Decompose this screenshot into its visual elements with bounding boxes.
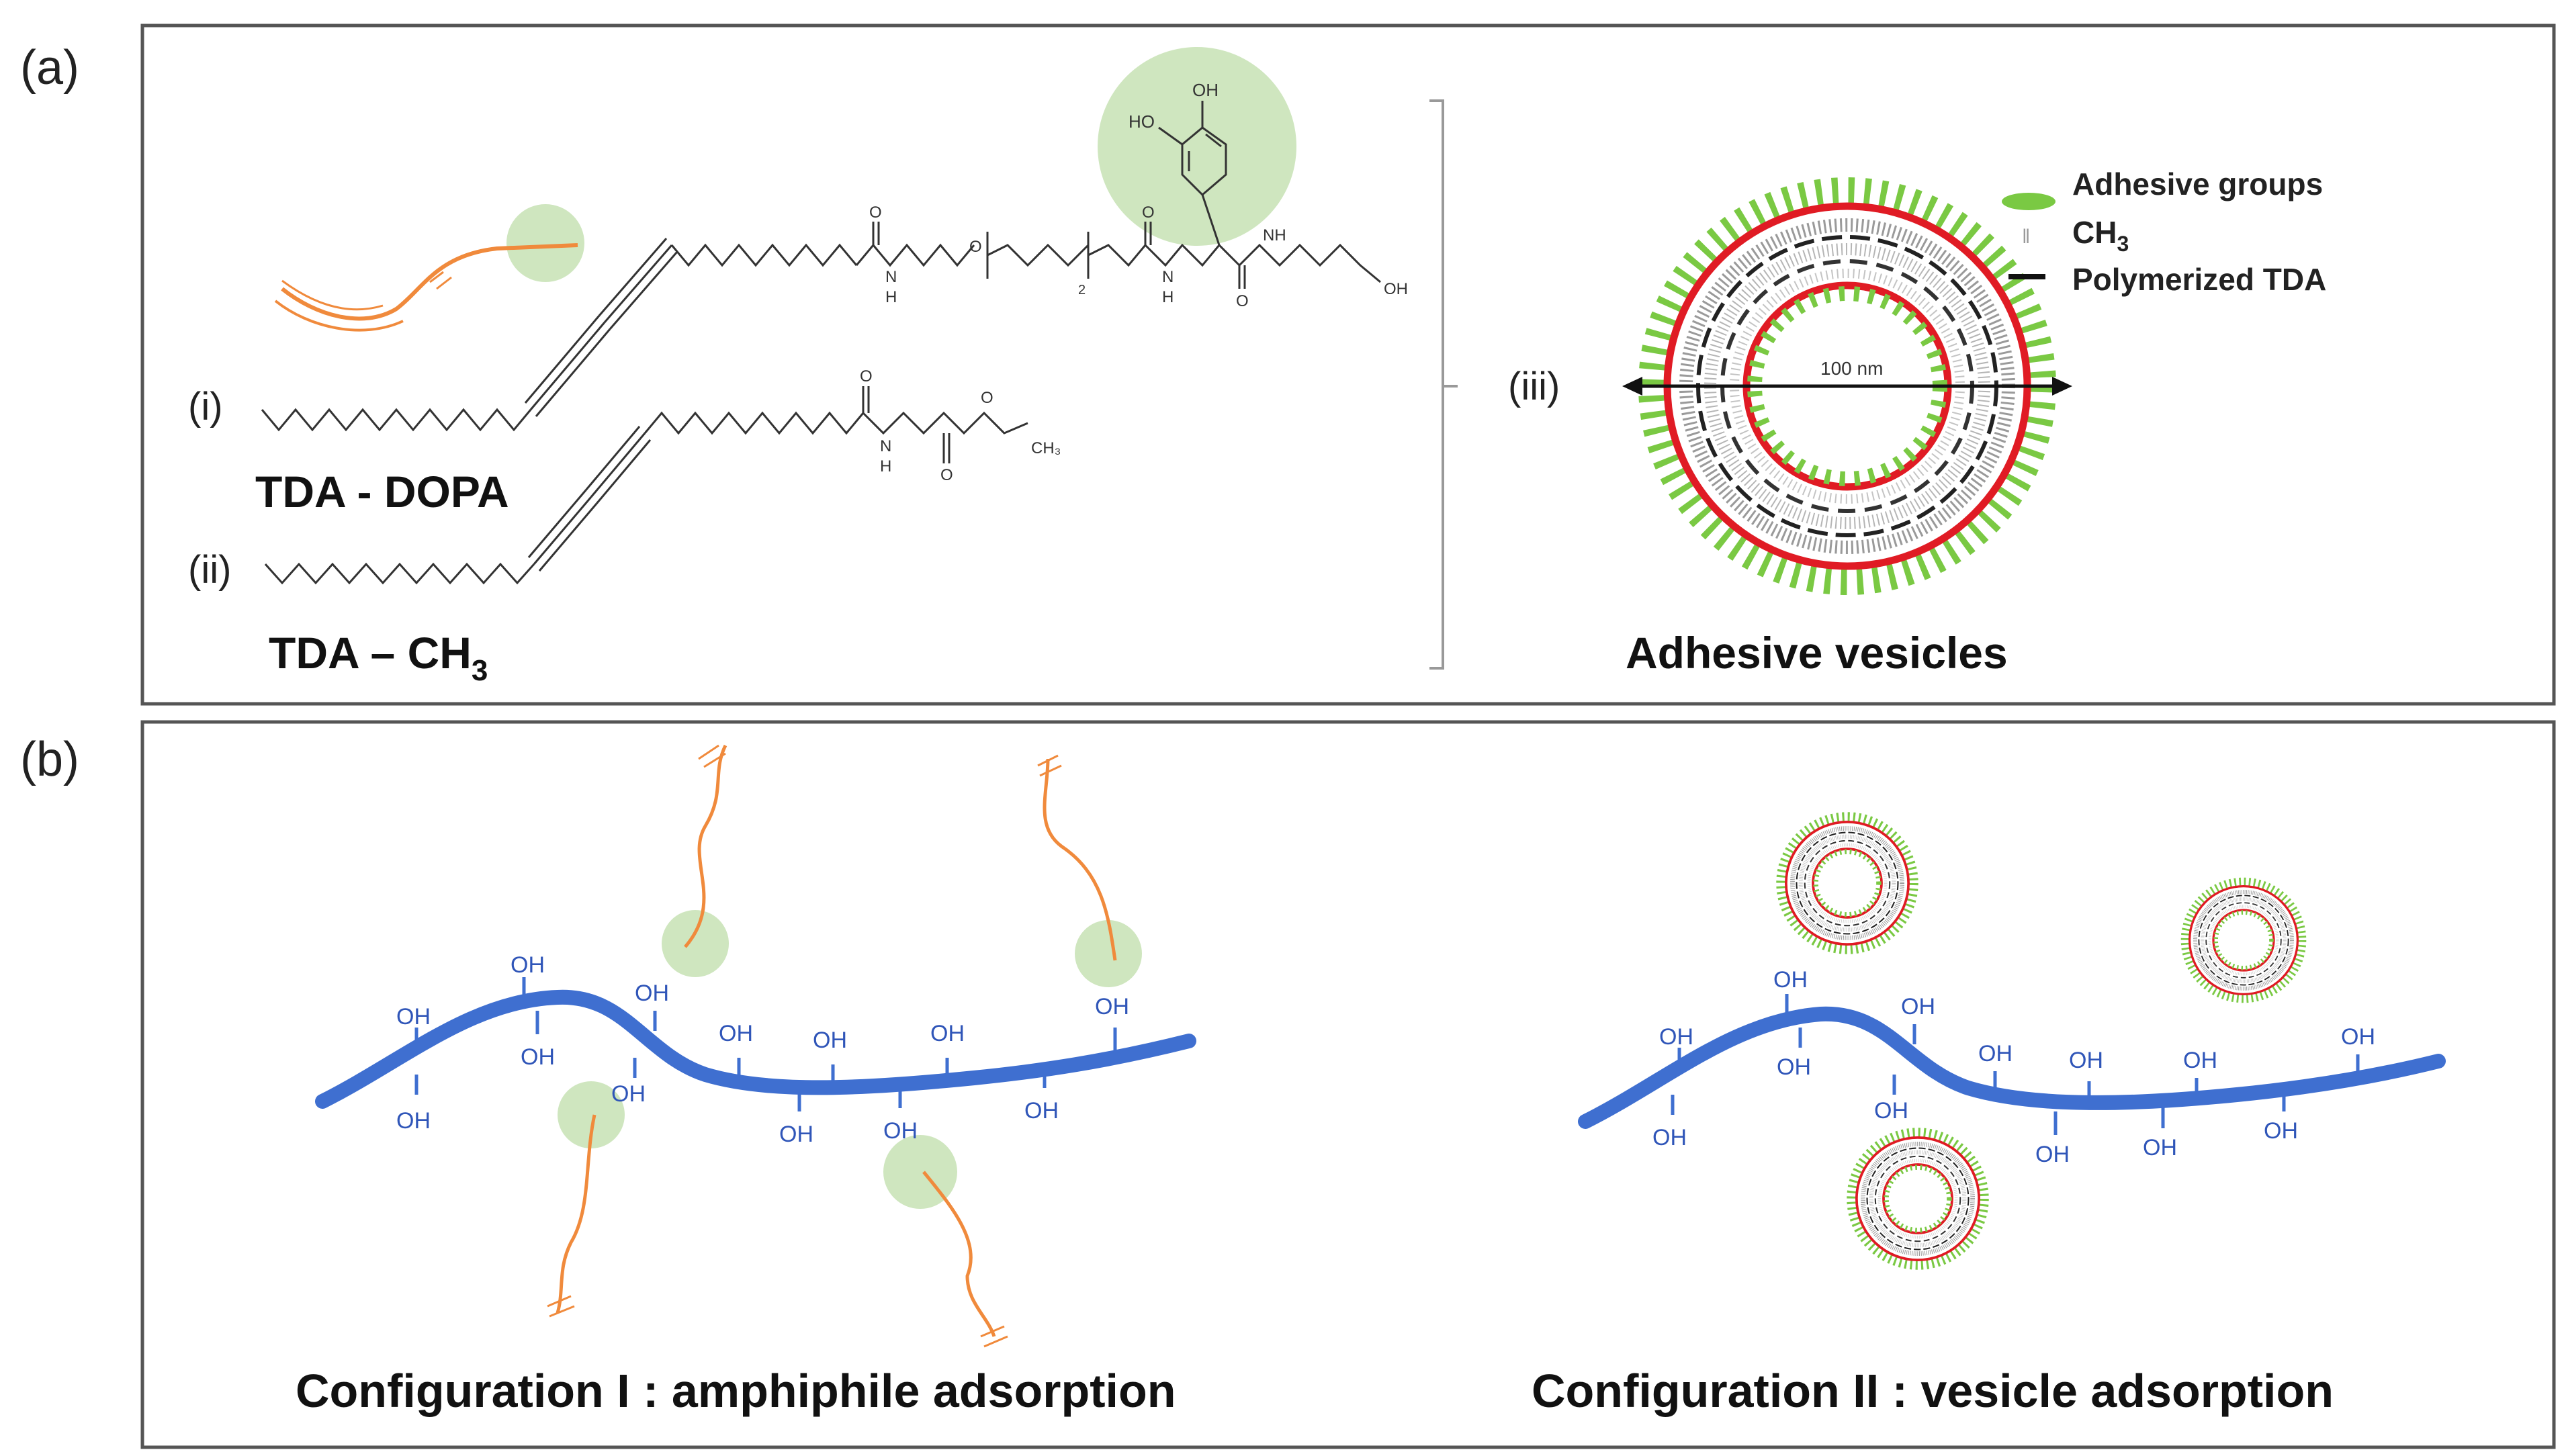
config-1-caption: Configuration I : amphiphile adsorption	[296, 1365, 1176, 1417]
halo-3	[558, 1081, 625, 1148]
polymer-chain-1	[315, 989, 1196, 1109]
oh-b2-1: OH	[1659, 1024, 1693, 1050]
tail-3b	[547, 1295, 575, 1318]
polymer-chain-2	[1578, 1006, 2446, 1129]
dopa-catechol-halo	[1098, 47, 1296, 246]
tail-1	[684, 744, 727, 948]
panel-a-frame	[140, 24, 2556, 706]
halo-2	[1075, 920, 1142, 987]
adhesive-vesicle	[1622, 191, 2072, 581]
label-iii: (iii)	[1508, 365, 1560, 408]
legend-adhesive-swatch	[2002, 193, 2055, 210]
oh-4: OH	[521, 1044, 555, 1070]
legend-ch3-swatch: ǁ	[2022, 226, 2030, 248]
oh-13: OH	[1095, 994, 1129, 1019]
tail-4b	[980, 1325, 1008, 1348]
bracket	[1429, 99, 1458, 670]
config-2-scene: OH OH OH OH OH OH OH OH OH OH OH OH OH	[1578, 817, 2446, 1265]
atom-n-1: N	[885, 268, 897, 286]
tda-ch3-sub: 3	[472, 654, 488, 687]
oh-b2-10: OH	[2143, 1135, 2177, 1161]
oh-8: OH	[813, 1028, 847, 1053]
panel-b-frame	[140, 720, 2556, 1449]
config-1-scene: OH OH OH OH OH OH OH OH OH OH OH OH OH	[315, 744, 1196, 1348]
oh-10: OH	[930, 1021, 965, 1046]
atom-o-1: O	[869, 203, 882, 222]
tail-1b	[698, 744, 726, 768]
oh-b2-13: OH	[2341, 1024, 2375, 1050]
atom-o-2: O	[969, 238, 982, 256]
oh-b2-11: OH	[2183, 1048, 2217, 1073]
oh-b2-3: OH	[1773, 967, 1808, 993]
atom-n-2: N	[1162, 268, 1174, 286]
oh-b2-2: OH	[1652, 1125, 1687, 1150]
tda-dopa-structure	[261, 101, 1381, 432]
atom-oh-top: OH	[1192, 80, 1219, 100]
scale-label: 100 nm	[1820, 358, 1883, 379]
panel-b-label: (b)	[20, 733, 79, 786]
legend-ch3-label: CH3	[2072, 215, 2129, 256]
tda-dopa-name: TDA - DOPA	[255, 467, 509, 516]
oh-b2-7: OH	[1978, 1041, 2013, 1066]
adhesive-vesicles-title: Adhesive vesicles	[1626, 628, 2008, 678]
oh-12: OH	[1024, 1098, 1059, 1124]
oh-7: OH	[719, 1021, 753, 1046]
atom-nh: NH	[1263, 226, 1286, 244]
atom-h-3: H	[880, 457, 891, 475]
oh-9: OH	[779, 1122, 813, 1147]
tda-ch3-main: TDA – CH	[269, 628, 472, 678]
oh-b2-8: OH	[2035, 1142, 2070, 1167]
panel-a-label: (a)	[20, 41, 79, 95]
atom-o-7: O	[940, 466, 953, 484]
oh-b2-5: OH	[1901, 994, 1935, 1019]
tail-4	[922, 1171, 996, 1337]
oh-11: OH	[883, 1118, 918, 1144]
tail-3	[556, 1114, 596, 1314]
oh-5: OH	[635, 981, 669, 1006]
tda-ch3-structure	[264, 386, 1028, 585]
oh-b2-6: OH	[1874, 1098, 1908, 1124]
atom-oh-end: OH	[1384, 280, 1408, 298]
atom-ch3: CH₃	[1031, 439, 1061, 457]
label-ii: (ii)	[188, 548, 231, 592]
atom-o-4: O	[1236, 292, 1249, 310]
legend-ch3-main: CH	[2072, 215, 2117, 250]
legend: Adhesive groups ǁ CH3 Polymerized TDA	[2002, 167, 2326, 297]
tda-ch3-name: TDA – CH3	[269, 628, 488, 687]
amphiphile-head-halo	[506, 204, 584, 282]
oh-1: OH	[396, 1004, 431, 1030]
oh-b2-12: OH	[2264, 1118, 2298, 1144]
vesicle-adsorbed-3	[1851, 1132, 1984, 1265]
vesicle-adsorbed-2	[2185, 882, 2302, 999]
oh-3: OH	[511, 952, 545, 978]
legend-ch3-sub: 3	[2117, 232, 2129, 256]
legend-adhesive-label: Adhesive groups	[2072, 167, 2323, 201]
atom-sub-2: 2	[1078, 283, 1086, 298]
atom-o-3: O	[1142, 203, 1155, 222]
oh-2: OH	[396, 1108, 431, 1134]
scale-arrow-left	[1622, 377, 1642, 396]
config-2-caption: Configuration II : vesicle adsorption	[1532, 1365, 2334, 1417]
amphiphile-icon	[274, 204, 584, 332]
tail-2	[1043, 758, 1117, 961]
atom-o-5: O	[860, 367, 873, 385]
atom-n-3: N	[880, 437, 891, 455]
atom-o-6: O	[981, 389, 993, 407]
oh-b2-4: OH	[1777, 1054, 1811, 1080]
label-i: (i)	[188, 385, 223, 428]
vesicle-adsorbed-1	[1781, 817, 1913, 949]
halo-1	[662, 910, 729, 977]
atom-ho-left: HO	[1129, 111, 1155, 132]
atom-h-1: H	[885, 288, 897, 306]
tail-2b	[1037, 754, 1062, 777]
oh-6: OH	[611, 1081, 646, 1107]
oh-b2-9: OH	[2069, 1048, 2103, 1073]
atom-h-2: H	[1162, 288, 1174, 306]
legend-polymer-label: Polymerized TDA	[2072, 262, 2326, 297]
scale-arrow-right	[2052, 377, 2072, 396]
